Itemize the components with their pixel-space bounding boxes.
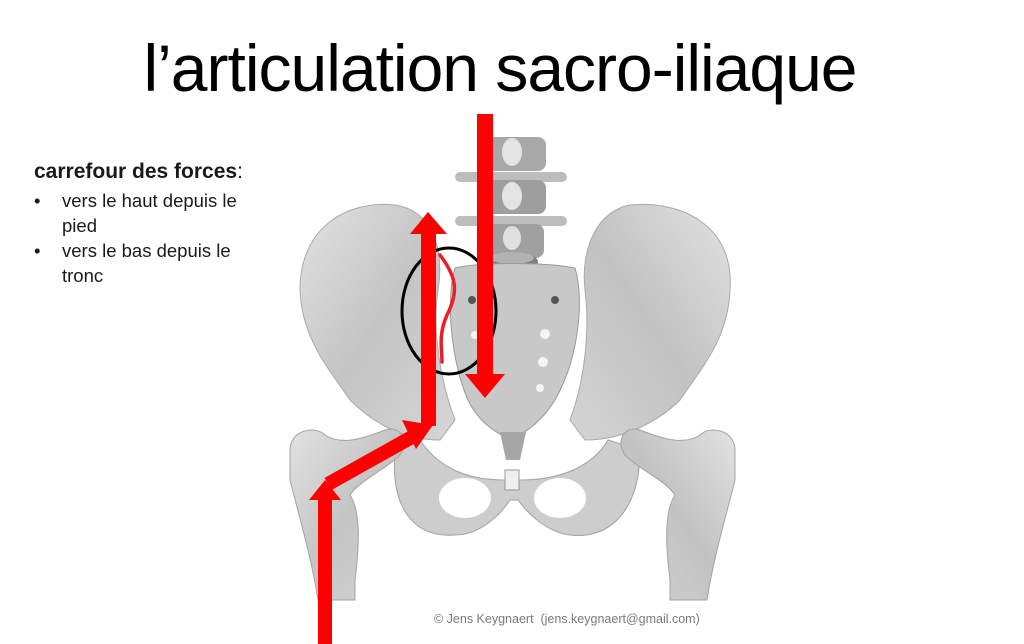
- side-text-block: carrefour des forces: vers le haut depui…: [34, 156, 274, 288]
- slide-title: l’articulation sacro-iliaque: [143, 31, 857, 105]
- bullet-item: vers le haut depuis le pied: [34, 188, 274, 238]
- side-heading-text: carrefour des forces: [34, 160, 238, 183]
- side-heading-colon: :: [237, 160, 243, 183]
- arrow-diagonal-femur: [324, 420, 433, 491]
- sacrum: [449, 263, 580, 441]
- arrow-down-trunk: [465, 114, 505, 398]
- coccyx: [500, 432, 526, 460]
- bullet-item: vers le bas depuis le tronc: [34, 238, 274, 288]
- joint-highlight-ellipse: [400, 246, 498, 376]
- lumbar-spine: [455, 137, 567, 272]
- bullet-list: vers le haut depuis le pied vers le bas …: [34, 188, 274, 288]
- right-ilium: [569, 203, 731, 441]
- left-ilium: [299, 203, 456, 441]
- side-heading: carrefour des forces:: [34, 156, 274, 188]
- arrow-up-foot: [309, 480, 341, 644]
- arrow-up-ilium: [410, 212, 447, 426]
- copyright-credit: © Jens Keygnaert (jens.keygnaert@gmail.c…: [434, 612, 700, 626]
- right-femur: [620, 428, 736, 601]
- joint-line-curve: [438, 253, 457, 364]
